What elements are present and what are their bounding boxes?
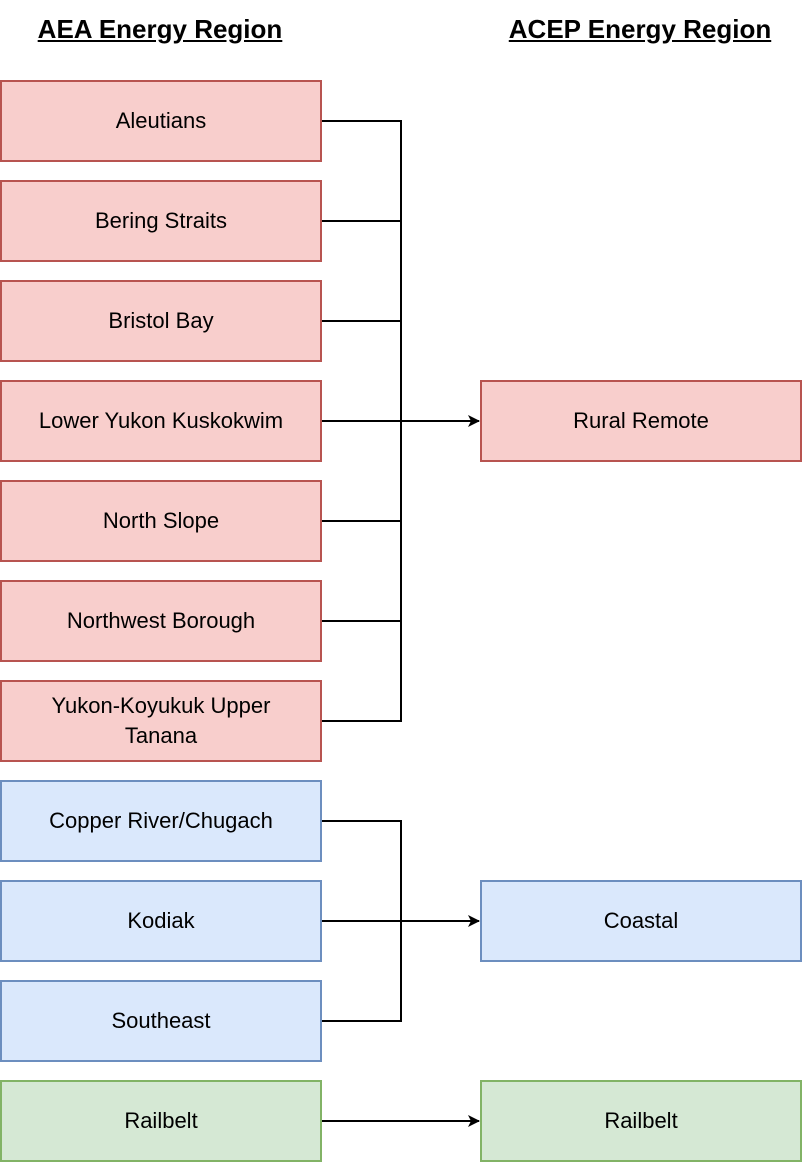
aea-region-label: Railbelt [124,1108,198,1133]
aea-region-label: Northwest Borough [66,608,256,633]
aea-region-copper-river-chugach: Copper River/Chugach [0,780,322,862]
acep-region-label: Rural Remote [573,408,709,433]
aea-region-label: Bristol Bay [108,308,214,333]
aea-region-southeast: Southeast [0,980,322,1062]
aea-region-bering-straits: Bering Straits [0,180,322,262]
aea-region-label: Lower Yukon Kuskokwim [38,408,284,433]
aea-region-aleutians: Aleutians [0,80,322,162]
acep-region-rural-remote: Rural Remote [480,380,802,462]
aea-region-north-slope: North Slope [0,480,322,562]
acep-region-label: Railbelt [604,1108,678,1133]
aea-region-lower-yukon-kuskokwim: Lower Yukon Kuskokwim [0,380,322,462]
aea-region-label: Bering Straits [94,208,228,233]
acep-region-coastal: Coastal [480,880,802,962]
aea-region-bristol-bay: Bristol Bay [0,280,322,362]
acep-region-label: Coastal [603,908,679,933]
aea-region-label: Copper River/Chugach [49,808,273,833]
acep-region-heading: ACEP Energy Region [508,14,772,44]
aea-region-kodiak: Kodiak [0,880,322,962]
aea-region-label: North Slope [102,508,220,533]
aea-region-label: Yukon-Koyukuk Upper Tanana [51,693,271,748]
acep-region-railbelt: Railbelt [480,1080,802,1162]
aea-region-label: Aleutians [115,108,207,133]
aea-region-label: Southeast [111,1008,211,1033]
aea-region-label: Kodiak [127,908,195,933]
aea-region-heading: AEA Energy Region [37,14,283,44]
aea-region-yukon-koyukuk-upper-tanana: Yukon-Koyukuk Upper Tanana [0,680,322,762]
aea-region-railbelt: Railbelt [0,1080,322,1162]
aea-region-northwest-borough: Northwest Borough [0,580,322,662]
